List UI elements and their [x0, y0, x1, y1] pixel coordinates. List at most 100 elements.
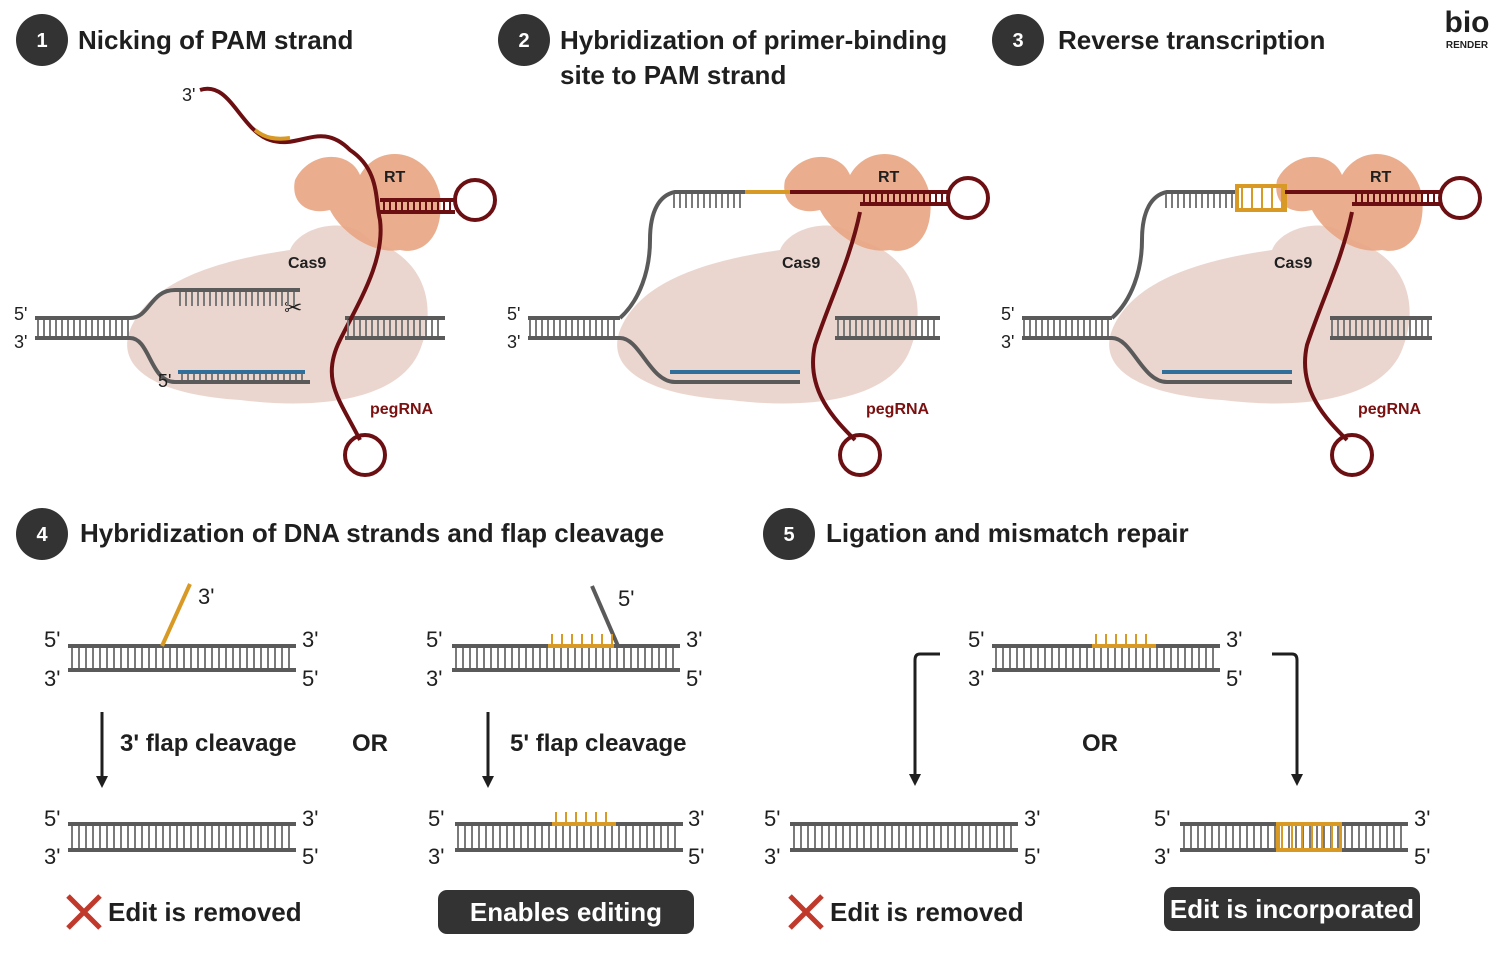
- 5-prime-flap: [590, 585, 620, 647]
- s4l-top-right: 3': [302, 627, 318, 652]
- s4r-top-left: 5': [426, 627, 442, 652]
- step5-left-arrow: [909, 652, 940, 786]
- logo-bottom-text: RENDER: [1446, 40, 1489, 51]
- rt-enzyme-3: [1276, 153, 1423, 251]
- s4l-top-left: 5': [44, 627, 60, 652]
- s5r-top-left: 5': [1154, 806, 1170, 831]
- step-2-title-line2: site to PAM strand: [560, 60, 786, 90]
- s4lr-bot-right: 5': [302, 844, 318, 869]
- step4-right-result-text: Enables editing: [470, 897, 662, 927]
- s4rr-bot-right: 5': [688, 844, 704, 869]
- step-2-badge: [498, 14, 550, 66]
- step-2-header: 2 Hybridization of primer-binding site t…: [498, 14, 947, 90]
- rt-label-3: RT: [1370, 169, 1392, 186]
- step-3-title: Reverse transcription: [1058, 25, 1325, 55]
- step-1-header: 1 Nicking of PAM strand: [16, 14, 353, 66]
- step-3-badge: [992, 14, 1044, 66]
- step4-left-result-duplex: 5' 3' 3' 5': [44, 806, 318, 869]
- base-pair-rungs: [37, 188, 1435, 848]
- s4lr-bot-left: 3': [44, 844, 60, 869]
- step-1-number: 1: [36, 30, 47, 52]
- edit-incorporated-badge: [1164, 887, 1420, 931]
- step4-left-duplex: 3' 5' 3' 3' 5': [44, 583, 318, 691]
- s4lr-top-left: 5': [44, 806, 60, 831]
- step-4-header: 4 Hybridization of DNA strands and flap …: [16, 508, 664, 560]
- pegrna-label-2: pegRNA: [866, 401, 930, 418]
- rt-label: RT: [384, 169, 406, 186]
- cas9-label: Cas9: [288, 255, 326, 272]
- step4-right-duplex: 5' 5' 3' 3' 5': [426, 585, 702, 691]
- s4r-top-right: 3': [686, 627, 702, 652]
- s4rr-bot-left: 3': [428, 844, 444, 869]
- cas9-protein: [127, 225, 428, 404]
- p1-end-3b: 3': [14, 332, 27, 352]
- s4l-bot-right: 5': [302, 666, 318, 691]
- pegrna-strand-2: [790, 190, 950, 442]
- s4r-bot-right: 5': [686, 666, 702, 691]
- step-5-header: 5 Ligation and mismatch repair: [763, 508, 1189, 560]
- p3-end-5: 5': [1001, 304, 1014, 324]
- cas9-label-3: Cas9: [1274, 255, 1312, 272]
- step-5-badge: [763, 508, 815, 560]
- step-3-header: 3 Reverse transcription: [992, 14, 1325, 66]
- s5r-bot-right: 5': [1414, 844, 1430, 869]
- step4-left-arrow-label: 3' flap cleavage: [120, 730, 296, 757]
- cross-icon-2: [788, 894, 824, 930]
- s4rr-top-left: 5': [428, 806, 444, 831]
- s5l-bot-left: 3': [764, 844, 780, 869]
- logo-top-text: bio: [1445, 6, 1490, 39]
- p1-end-5b: 5': [158, 371, 171, 391]
- step5-right-result-text: Edit is incorporated: [1170, 894, 1414, 924]
- step-4-title: Hybridization of DNA strands and flap cl…: [80, 518, 664, 548]
- panel-3-complex: RT Cas9 pegRNA 5' 3': [1001, 153, 1482, 477]
- step5-right-duplex: 5' 3' 3' 5': [1154, 806, 1430, 869]
- step-4-badge: [16, 508, 68, 560]
- step-2-number: 2: [518, 30, 529, 52]
- cas9-label-2: Cas9: [782, 255, 820, 272]
- s4rr-top-right: 3': [688, 806, 704, 831]
- step-2-title-line1: Hybridization of primer-binding: [560, 25, 947, 55]
- 3-prime-flap: [160, 583, 192, 647]
- pegrna-label-3: pegRNA: [1358, 401, 1422, 418]
- step4-or: OR: [352, 730, 388, 757]
- step5-left-result: Edit is removed: [788, 894, 1024, 930]
- step-5-number: 5: [783, 524, 794, 546]
- step4-right-result: Enables editing: [438, 890, 694, 934]
- p2-end-5: 5': [507, 304, 520, 324]
- s5r-top-right: 3': [1414, 806, 1430, 831]
- s4lr-top-right: 3': [302, 806, 318, 831]
- s5l-top-right: 3': [1024, 806, 1040, 831]
- p2-end-3: 3': [507, 332, 520, 352]
- s5r-bot-left: 3': [1154, 844, 1170, 869]
- s5t-top-left: 5': [968, 627, 984, 652]
- step4-left-result-text: Edit is removed: [108, 897, 302, 927]
- s5l-bot-right: 5': [1024, 844, 1040, 869]
- s5l-top-left: 5': [764, 806, 780, 831]
- step-4-number: 4: [36, 524, 48, 546]
- edit-region-5: [1276, 822, 1342, 852]
- pegrna-loop-bottom: [343, 433, 387, 477]
- step5-or: OR: [1082, 730, 1118, 757]
- s4r-bot-left: 3': [426, 666, 442, 691]
- pegrna-label: pegRNA: [370, 401, 434, 418]
- edit-region-3: [1235, 184, 1287, 212]
- step5-right-arrow: [1272, 652, 1303, 786]
- step-3-number: 3: [1012, 30, 1023, 52]
- rt-label-2: RT: [878, 169, 900, 186]
- panel-1-complex: RT Cas9 pegRNA 3' 5' 3' 5' ✂: [14, 85, 497, 477]
- biorender-logo: bio RENDER: [1445, 6, 1490, 51]
- step4-right-arrow-label: 5' flap cleavage: [510, 730, 686, 757]
- step5-left-result-text: Edit is removed: [830, 897, 1024, 927]
- step4-left-result: Edit is removed: [66, 894, 302, 930]
- step5-right-result: Edit is incorporated: [1164, 887, 1420, 931]
- p1-end-3: 3': [182, 85, 195, 105]
- cross-icon: [66, 894, 102, 930]
- step-1-badge: [16, 14, 68, 66]
- p1-end-5: 5': [14, 304, 27, 324]
- p3-end-3: 3': [1001, 332, 1014, 352]
- step-5-title: Ligation and mismatch repair: [826, 518, 1189, 548]
- s4r-flap-end: 5': [618, 586, 634, 611]
- s5t-bot-left: 3': [968, 666, 984, 691]
- top-strand-left: [35, 288, 445, 384]
